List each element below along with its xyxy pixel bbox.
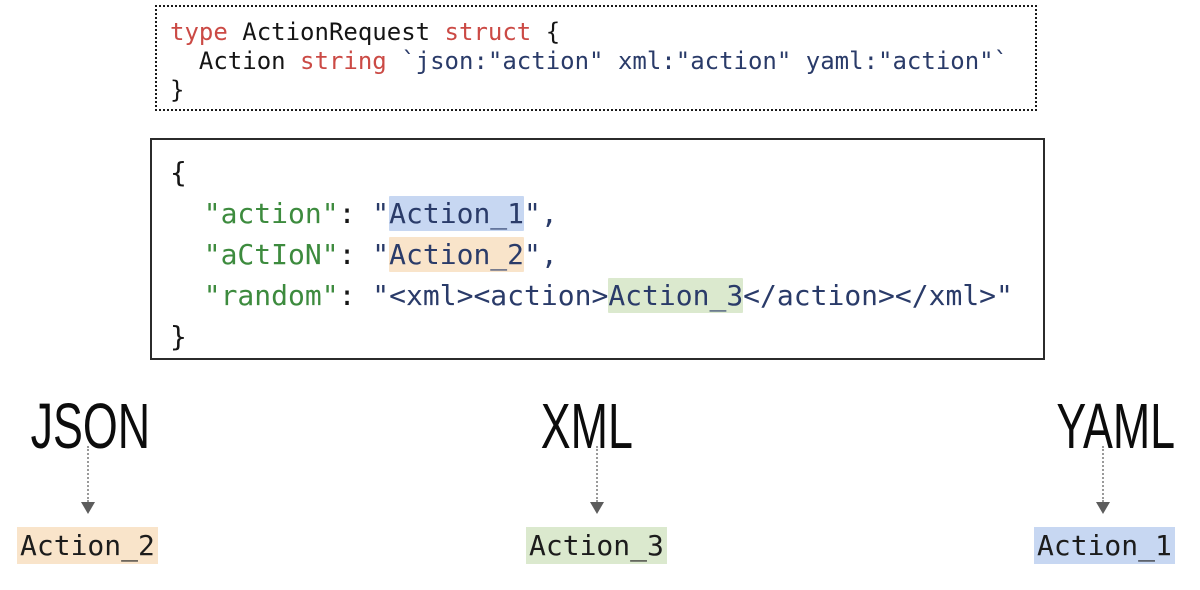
arrow-head-icon (590, 502, 604, 514)
arrow-line (87, 446, 89, 502)
arrow-line (1102, 446, 1104, 502)
arrow-head-icon (1096, 502, 1110, 514)
go-struct-code: type ActionRequest struct { Action strin… (170, 18, 1009, 104)
go-struct-code-box: type ActionRequest struct { Action strin… (155, 5, 1037, 111)
result-chip-yaml: Action_1 (1034, 527, 1175, 564)
format-label-xml: XML (507, 394, 667, 458)
format-label-json: JSON (5, 394, 165, 458)
result-chip-json: Action_2 (17, 527, 158, 564)
down-arrow-yaml (1096, 446, 1110, 514)
down-arrow-xml (590, 446, 604, 514)
result-chip-xml: Action_3 (526, 527, 667, 564)
format-label-yaml: YAML (1031, 394, 1191, 458)
json-payload-code-box: { "action": "Action_1", "aCtIoN": "Actio… (150, 138, 1045, 360)
arrow-head-icon (81, 502, 95, 514)
format-label-text: YAML (1056, 390, 1176, 462)
json-payload-code: { "action": "Action_1", "aCtIoN": "Actio… (170, 156, 1013, 353)
format-label-text: JSON (30, 390, 151, 462)
format-label-text: XML (540, 390, 634, 462)
arrow-line (596, 446, 598, 502)
down-arrow-json (81, 446, 95, 514)
